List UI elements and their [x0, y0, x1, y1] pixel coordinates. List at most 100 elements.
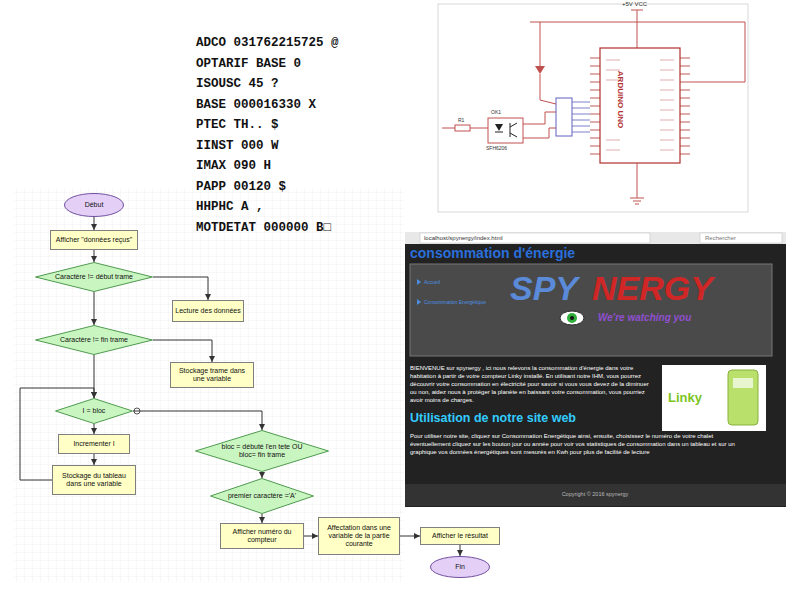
diamond-shape — [36, 263, 153, 292]
diamond-shape — [196, 431, 329, 472]
chip-name: ARDUINO UNO — [616, 65, 625, 135]
flow-arrow — [400, 536, 420, 537]
image-caption: Linky — [668, 390, 724, 405]
decision-diamond: premier caractère ='A' — [210, 478, 314, 514]
part-reference: R1 — [458, 117, 472, 123]
flow-arrow — [262, 472, 263, 478]
wire — [637, 163, 638, 198]
teleinfo-line: HHPHC A , — [196, 200, 406, 214]
node-text: bloc = débuté l'en tete OU bloc= fin tra… — [217, 443, 308, 459]
logo-eye-pupil — [570, 316, 574, 320]
copyright-text: Copyright © 2016 spynergy — [495, 491, 695, 497]
flow-arrow — [94, 250, 95, 262]
url-box — [420, 233, 650, 243]
teleinfo-line: IINST 000 W — [196, 139, 406, 153]
logo-eye-iris — [567, 313, 577, 323]
linky-image — [662, 365, 766, 431]
website-background — [405, 232, 786, 507]
process-box: Incrementer I — [58, 434, 130, 454]
teleinfo-line: MOTDETAT 000000 B□ — [196, 221, 406, 235]
arduino-pins — [680, 58, 690, 154]
flow-arrow — [94, 217, 95, 230]
flow-arrow — [460, 545, 461, 556]
arduino-pins — [590, 58, 600, 154]
logo-slogan: We're watching you — [598, 312, 738, 323]
decision-diamond: Caractère != fin trame — [35, 325, 153, 355]
section-heading: Utilisation de notre site web — [410, 411, 710, 425]
diode-symbol — [495, 124, 503, 131]
process-box: Stockage du tableau dans une variable — [52, 465, 136, 495]
diamond-shape — [56, 399, 133, 424]
flow-arrow — [94, 424, 95, 434]
teleinfo-line: IMAX 090 H — [196, 159, 406, 173]
usage-paragraph: Pour utiliser notre site, cliquez sur Co… — [410, 432, 745, 456]
terminal-ellipse: Début — [64, 193, 124, 217]
flow-arrow — [133, 411, 262, 430]
part-value: SFH6206 — [486, 145, 526, 151]
bus-wires — [572, 102, 590, 132]
teleinfo-line: ADCO 031762215725 @ — [196, 36, 406, 50]
flow-arrow — [94, 292, 95, 325]
node-text: Affectation dans une variable de la part… — [321, 524, 397, 548]
led-symbol — [535, 66, 545, 74]
power-symbol — [631, 10, 643, 11]
process-box: Lecture des données — [172, 300, 244, 322]
flow-arrow — [153, 277, 208, 300]
schematic-frame — [438, 4, 748, 212]
process-box: Stockage trame dans une variable — [170, 362, 254, 388]
arduino-body — [600, 48, 680, 163]
teleinfo-line: OPTARIF BASE 0 — [196, 57, 406, 71]
ellipse-shape — [431, 557, 490, 578]
node-text: Fin — [455, 563, 465, 571]
nav-bullet — [417, 279, 421, 285]
website-footer — [405, 484, 786, 506]
flow-arrow — [304, 536, 318, 537]
search-box — [700, 233, 782, 243]
linky-meter — [728, 370, 758, 425]
node-text: Afficher "données reçus" — [56, 236, 132, 244]
browser-url: localhost/spynergy/index.html — [424, 234, 644, 242]
process-box: Affectation dans une variable de la part… — [318, 517, 400, 555]
process-box: Afficher le résultat — [420, 527, 500, 545]
node-text: Lecture des données — [175, 307, 240, 315]
node-text: Caractère != début trame — [55, 273, 133, 281]
node-text: Stockage trame dans une variable — [173, 367, 251, 383]
part-reference: OK1 — [491, 109, 511, 115]
welcome-paragraph: BIENVENUE sur spynergy , ici nous relevo… — [410, 364, 655, 404]
teleinfo-line: PAPP 00120 $ — [196, 180, 406, 194]
logo-eye — [560, 311, 584, 325]
nav-link: Consommation Energétique — [424, 299, 504, 305]
page-heading: consommation d'énergie — [410, 245, 660, 261]
node-text: Incrementer I — [73, 440, 114, 448]
decision-diamond: Caractère != début trame — [35, 262, 153, 292]
wire — [540, 100, 556, 104]
teleinfo-line: BASE 000016330 X — [196, 98, 406, 112]
transistor-symbol — [495, 123, 517, 137]
decision-diamond: bloc = débuté l'en tete OU bloc= fin tra… — [195, 430, 329, 472]
diamond-shape — [211, 479, 314, 514]
wire — [540, 74, 541, 100]
node-text: I = bloc — [83, 407, 106, 415]
nav-bullet — [417, 299, 421, 305]
node-text: Caractère != fin trame — [60, 336, 128, 344]
terminal-ellipse: Fin — [430, 556, 490, 578]
diamond-shape — [36, 326, 153, 355]
connector-block — [556, 98, 572, 136]
wire — [637, 10, 638, 48]
power-label: +5V VCC — [622, 1, 662, 7]
logo-text: SPY — [510, 268, 590, 308]
process-box: Afficher "données reçus" — [50, 230, 138, 250]
wire — [442, 112, 556, 138]
linky-screen — [733, 378, 753, 388]
process-box: Afficher numéro du compteur — [220, 523, 304, 549]
flowchart-grid — [14, 188, 404, 582]
node-text: Début — [85, 201, 104, 209]
teleinfo-line: PTEC TH.. $ — [196, 118, 406, 132]
pin-names — [606, 60, 674, 150]
flow-arrow — [262, 514, 263, 523]
node-text: Stockage du tableau dans une variable — [55, 472, 133, 488]
browser-bar — [405, 232, 786, 244]
nav-link: Accueil — [424, 279, 504, 285]
node-text: premier caractère ='A' — [228, 492, 296, 500]
teleinfo-line: ISOUSC 45 ? — [196, 77, 406, 91]
